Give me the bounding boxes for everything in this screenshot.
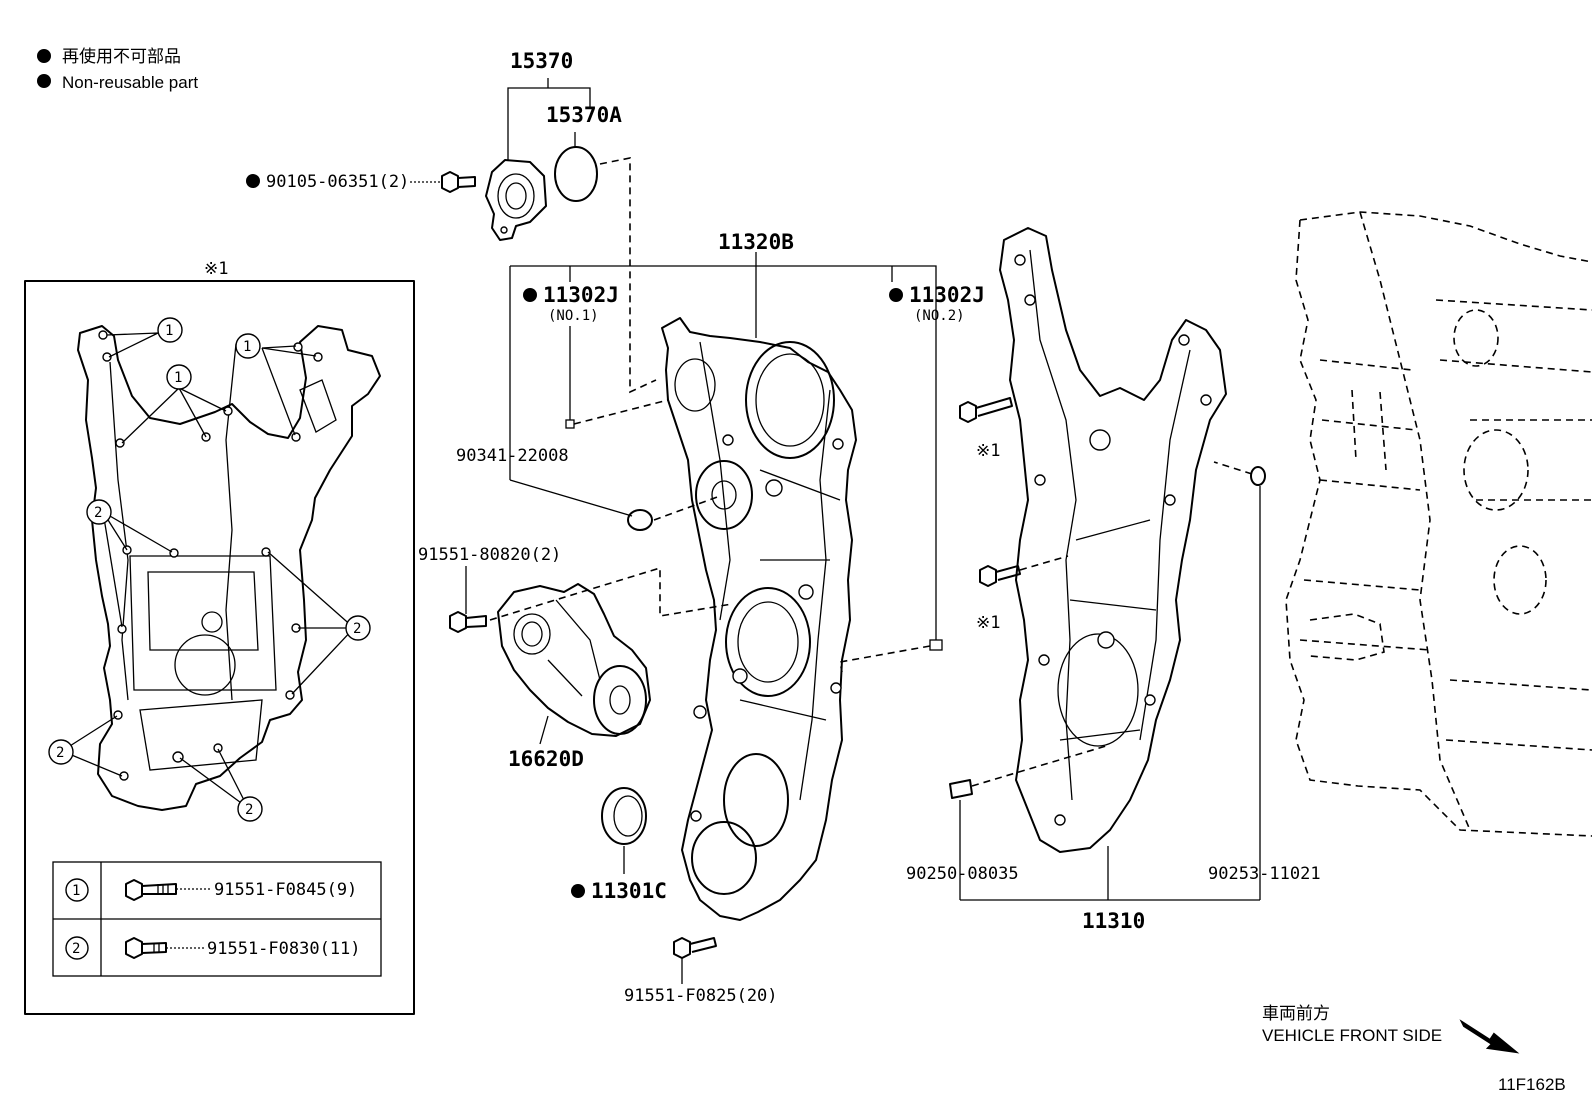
front-label-jp: 車両前方 [1262, 1004, 1330, 1023]
oil-control-valve-group: 15370 15370A 90105-06351(2) [246, 49, 657, 394]
non-reusable-dot-icon [523, 288, 537, 302]
tensioner-drawing [497, 583, 651, 737]
pin-90253 [1213, 461, 1266, 900]
callout-2-a: 2 [86, 499, 112, 525]
table-row-2-part: 91551-F0830(11) [207, 939, 361, 959]
callout-2-c: 2 [48, 739, 74, 765]
illustration-code: 11F162B [1498, 1075, 1566, 1094]
bracket-11320B: 11320B 11302J (NO.1) 11302J (NO.2) 90341… [456, 230, 985, 640]
chain-tensioner-16620D: 16620D [497, 583, 651, 771]
bolt-icon [125, 879, 177, 901]
inset-title: ※1 [204, 259, 228, 279]
oil-seal-11301C: 11301C [571, 787, 667, 903]
label-11320B: 11320B [718, 230, 794, 254]
label-11302J-no1: 11302J [543, 283, 619, 307]
callout-1-b: 1 [166, 364, 192, 390]
label-91551-80820: 91551-80820(2) [418, 545, 561, 565]
ref-bolt-upper: ※1 [959, 397, 1013, 461]
valve-body-drawing [485, 159, 547, 241]
legend: 再使用不可部品 Non-reusable part [37, 46, 198, 92]
svg-text:1: 1 [174, 370, 182, 386]
label-90341: 90341-22008 [456, 446, 569, 466]
inset-bolt-holes [98, 330, 323, 781]
label-15370A: 15370A [546, 103, 622, 127]
callout-2-d: 2 [237, 796, 263, 822]
svg-text:2: 2 [245, 802, 253, 818]
non-reusable-dot-icon [37, 74, 51, 88]
label-no2: (NO.2) [914, 308, 965, 324]
svg-text:2: 2 [56, 745, 64, 761]
front-label-en: VEHICLE FRONT SIDE [1262, 1026, 1442, 1045]
legend-jp: 再使用不可部品 [62, 46, 181, 66]
non-reusable-dot-icon [37, 49, 51, 63]
label-16620D: 16620D [508, 747, 584, 771]
svg-text:2: 2 [353, 621, 361, 637]
bolt-icon [673, 937, 717, 959]
ref-bolt-lower: ※1 [976, 555, 1069, 633]
vehicle-front-indicator: 車両前方 VEHICLE FRONT SIDE [1262, 1004, 1520, 1054]
callout-1-a: 1 [157, 317, 183, 343]
label-90253: 90253-11021 [1208, 864, 1321, 884]
svg-text:1: 1 [165, 323, 173, 339]
bolt-icon [441, 171, 476, 193]
inset-cover-drawing [77, 325, 381, 811]
oil-seal-drawing [601, 787, 647, 845]
bolt-icon [449, 611, 487, 633]
bolt-icon [979, 565, 1021, 587]
table-row-1-num: 1 [72, 883, 80, 899]
front-arrow-icon [1459, 1019, 1520, 1054]
label-15370: 15370 [510, 49, 573, 73]
table-row-1-part: 91551-F0845(9) [214, 880, 357, 900]
label-ref1-upper: ※1 [976, 441, 1000, 461]
o-ring-drawing [554, 146, 598, 202]
bolt-table: 1 2 91551-F0845(9) 91551-F0830(11) [52, 861, 382, 977]
timing-case-drawing [999, 227, 1227, 853]
non-reusable-dot-icon [246, 174, 260, 188]
svg-text:1: 1 [243, 339, 251, 355]
label-11301C: 11301C [591, 879, 667, 903]
label-90250: 90250-08035 [906, 864, 1019, 884]
label-91551-F0825: 91551-F0825(20) [624, 986, 778, 1006]
label-ref1-lower: ※1 [976, 613, 1000, 633]
table-row-2-num: 2 [72, 941, 80, 957]
inset-panel: ※1 [24, 259, 415, 1015]
svg-text:2: 2 [94, 505, 102, 521]
label-11310: 11310 [1082, 909, 1145, 933]
dowel-90250 [949, 745, 1107, 900]
label-11302J-no2: 11302J [909, 283, 985, 307]
engine-block-outline [1285, 211, 1592, 837]
non-reusable-dot-icon [571, 884, 585, 898]
label-90105: 90105-06351(2) [266, 172, 409, 192]
timing-case-11310 [999, 227, 1227, 853]
non-reusable-dot-icon [889, 288, 903, 302]
legend-en: Non-reusable part [62, 73, 198, 92]
tensioner-bolt-group: 91551-80820(2) [418, 545, 733, 633]
cover-bolt-group: 91551-F0825(20) [624, 937, 778, 1006]
plug-drawing [627, 509, 653, 531]
bolt-icon [959, 397, 1013, 423]
callout-2-b: 2 [345, 615, 371, 641]
label-no1: (NO.1) [548, 308, 599, 324]
bolt-icon [125, 937, 167, 959]
callout-1-c: 1 [235, 333, 261, 359]
timing-chain-cover-drawing [661, 317, 857, 921]
